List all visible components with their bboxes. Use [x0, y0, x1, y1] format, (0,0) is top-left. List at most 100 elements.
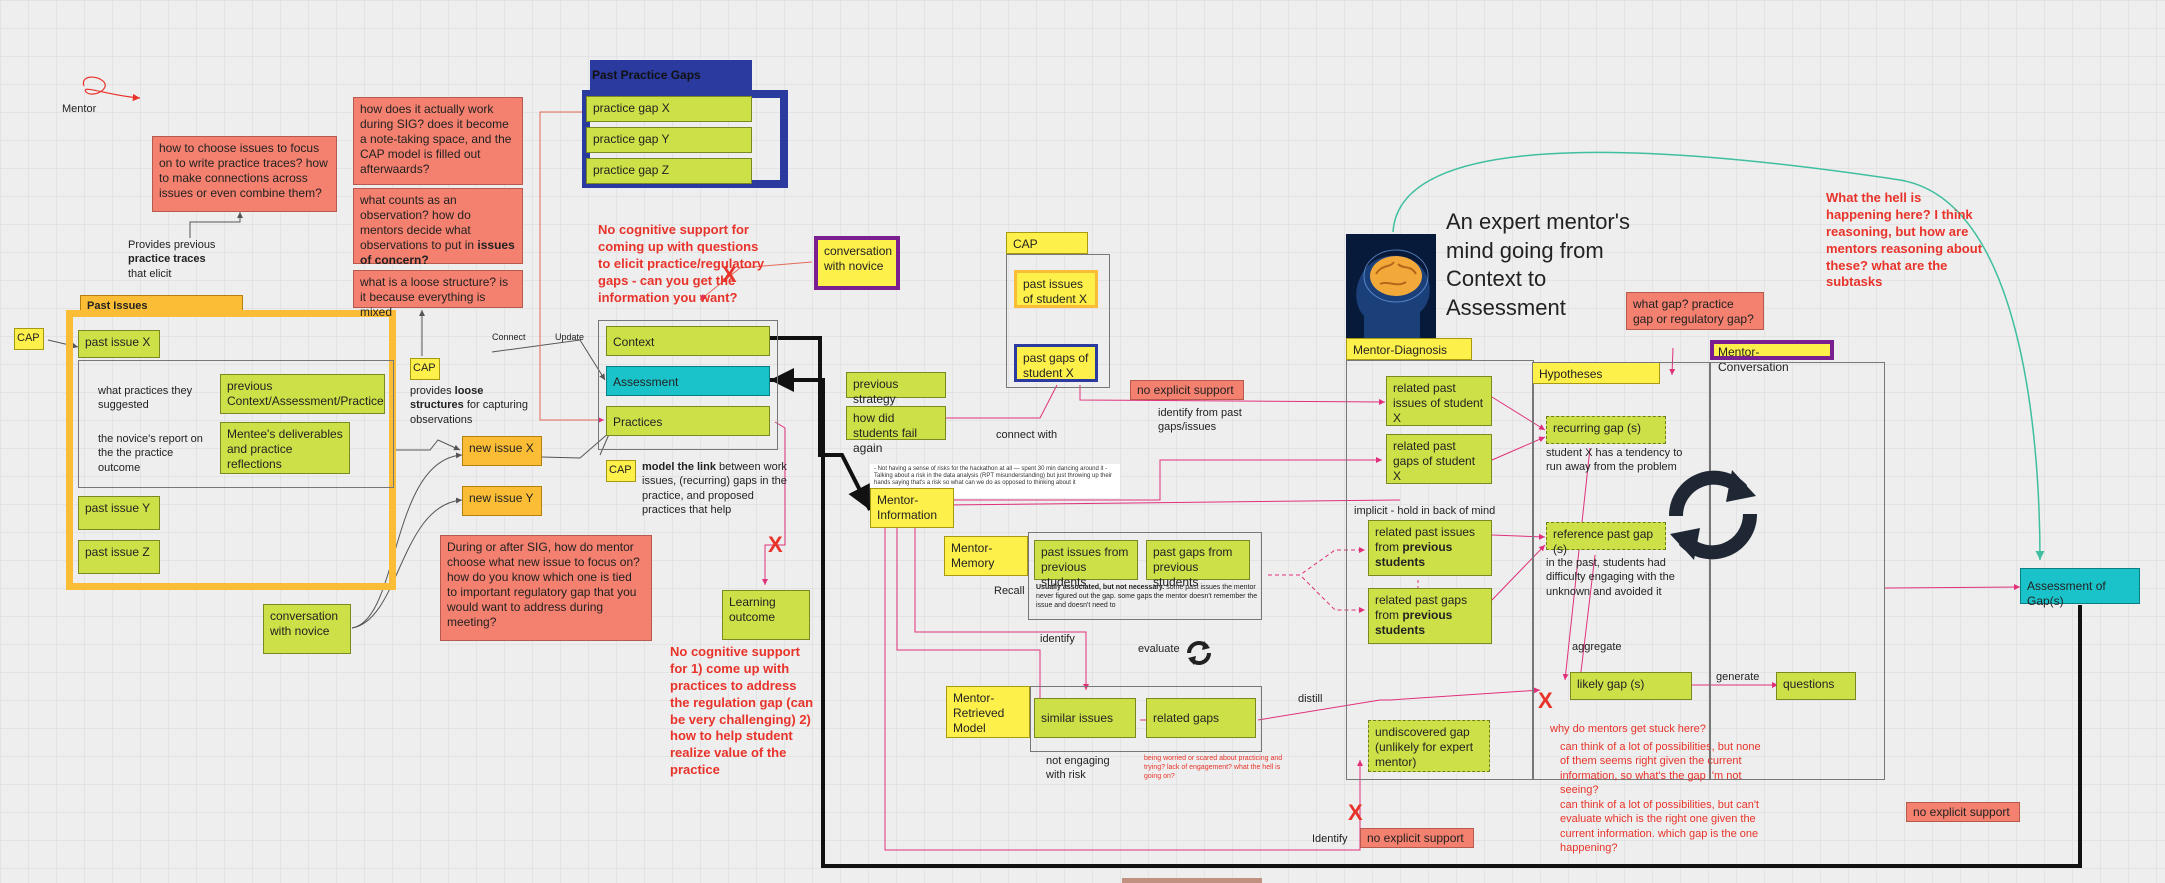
cycle-icon-small: [1182, 636, 1216, 670]
mentee-deliverables[interactable]: Mentee's deliverables and practice refle…: [220, 422, 350, 474]
usually-bold: Usually associated, but not necessary.: [1036, 584, 1165, 591]
salmon-obs-pre: what counts as an observation? how do me…: [360, 193, 478, 252]
salmon-note-during-sig[interactable]: During or after SIG, how do mentor choos…: [440, 535, 652, 641]
model-link-bold: model the link: [642, 461, 716, 473]
identify-label-bottom: Identify: [1312, 833, 1348, 845]
rpg-prev-pre: related past gaps from: [1375, 593, 1468, 622]
mentor-conversation-label[interactable]: Mentor-Conversation: [1710, 340, 1834, 374]
assessment-box[interactable]: Assessment: [606, 366, 770, 396]
past-issues-of-student-x-cap[interactable]: past issues of student X: [1014, 270, 1098, 308]
being-worried-note: being worried or scared about practicing…: [1144, 755, 1283, 781]
no-explicit-support-3[interactable]: no explicit support: [1906, 802, 2020, 822]
stuck-possibility-2: can think of a lot of possibilities, but…: [1560, 799, 1759, 854]
what-practices-text: what practices they suggested: [98, 385, 193, 412]
past-issue-y[interactable]: past issue Y: [78, 496, 160, 530]
cycle-icon-large: [1658, 460, 1768, 570]
rpi-prev-pre: related past issues from: [1375, 525, 1476, 554]
reference-past-gap[interactable]: reference past gap (s): [1546, 522, 1666, 556]
provides-previous-post: that elicit: [128, 267, 172, 280]
related-past-gaps-previous[interactable]: related past gaps from previous students: [1368, 588, 1492, 644]
usually-post: some past issues the mentor never figure…: [1036, 584, 1258, 609]
in-the-past-text: in the past, students had difficulty eng…: [1546, 557, 1675, 598]
x-mark-4: X: [1538, 688, 1553, 713]
usually-associated-note: Usually associated, but not necessary. s…: [1036, 584, 1258, 610]
mentor-information[interactable]: Mentor-Information: [870, 488, 954, 528]
model-link-text: model the link between work issues, (rec…: [642, 460, 792, 517]
hypotheses-frame: [1532, 362, 1710, 780]
past-issues-frame: [66, 310, 396, 590]
provides-loose-bold: loose structures: [410, 385, 484, 412]
distill-label: distill: [1298, 693, 1323, 705]
cap-stack-frame: [598, 320, 778, 450]
salmon-note-observation[interactable]: what counts as an observation? how do me…: [353, 188, 523, 267]
related-past-issues-student-x[interactable]: related past issues of student X: [1386, 376, 1492, 426]
provides-previous-bold: practice traces: [128, 253, 206, 266]
rpg-prev-bold: previous students: [1375, 608, 1453, 637]
retrieved-model-frame: [1030, 686, 1262, 752]
red-no-cognitive-support-practices: No cognitive support for 1) come up with…: [670, 644, 814, 778]
similar-issues[interactable]: similar issues: [1034, 698, 1136, 738]
hypotheses-label[interactable]: Hypotheses: [1532, 362, 1660, 384]
practices-box[interactable]: Practices: [606, 406, 770, 436]
provides-loose-post: for capturing observations: [410, 399, 529, 426]
conversation-with-novice-left[interactable]: conversation with novice: [263, 604, 351, 654]
cap-tag-link[interactable]: CAP: [606, 460, 636, 482]
cap-right-label[interactable]: CAP: [1006, 232, 1088, 254]
practice-gap-z[interactable]: practice gap Z: [586, 158, 752, 184]
related-past-gaps-student-x[interactable]: related past gaps of student X: [1386, 434, 1492, 484]
memory-frame: [1028, 532, 1262, 620]
related-past-issues-previous[interactable]: related past issues from previous studen…: [1368, 520, 1492, 576]
learning-outcome[interactable]: Learning outcome: [722, 590, 810, 640]
likely-gap[interactable]: likely gap (s): [1570, 672, 1692, 700]
related-gaps[interactable]: related gaps: [1146, 698, 1256, 738]
practice-gap-x[interactable]: practice gap X: [586, 96, 752, 122]
conversation-with-novice-top[interactable]: conversation with novice: [814, 236, 900, 290]
salmon-note-choose-issues[interactable]: how to choose issues to focus on to writ…: [152, 136, 337, 212]
recall-label: Recall: [994, 585, 1025, 597]
past-issue-x-details: [78, 360, 394, 488]
mentor-retrieved-model[interactable]: Mentor-Retrieved Model: [946, 686, 1030, 738]
model-link-post: between work issues, (recurring) gaps in…: [642, 461, 787, 516]
past-gaps-of-student-x-cap[interactable]: past gaps of student X: [1014, 344, 1098, 382]
mentor-memory[interactable]: Mentor-Memory: [944, 536, 1028, 576]
questions-box[interactable]: questions: [1776, 672, 1856, 700]
generate-label: generate: [1716, 671, 1760, 683]
mentor-diagnosis-label[interactable]: Mentor-Diagnosis: [1346, 338, 1472, 360]
new-issue-x[interactable]: new issue X: [462, 436, 542, 466]
red-what-the-hell: What the hell is happening here? I think…: [1826, 190, 1983, 290]
new-issue-y[interactable]: new issue Y: [462, 486, 542, 516]
what-gap-note[interactable]: what gap? practice gap or regulatory gap…: [1626, 292, 1764, 330]
identify-label: identify: [1040, 633, 1075, 645]
x-mark-2: X: [768, 532, 783, 557]
aggregate-label: aggregate: [1572, 641, 1622, 653]
past-issue-z[interactable]: past issue Z: [78, 540, 160, 574]
past-issue-x[interactable]: past issue X: [78, 330, 160, 358]
assessment-of-gaps[interactable]: Assessment of Gap(s): [2020, 568, 2140, 608]
salmon-note-loose[interactable]: what is a loose structure? is it because…: [353, 270, 523, 319]
mentor-diagnosis-frame: [1346, 360, 1534, 780]
x-mark-3: X: [1348, 800, 1363, 825]
salmon-obs-bold: issues of concern?: [360, 238, 515, 267]
why-stuck-text: why do mentors get stuck here?: [1550, 723, 1706, 735]
red-no-cognitive-support-questions: No cognitive support for coming up with …: [598, 222, 765, 305]
recurring-gap[interactable]: recurring gap (s): [1546, 416, 1666, 444]
undiscovered-gap[interactable]: undiscovered gap (unlikely for expert me…: [1368, 720, 1490, 772]
context-box[interactable]: Context: [606, 326, 770, 356]
no-explicit-support-2[interactable]: no explicit support: [1360, 828, 1474, 848]
no-explicit-support-1[interactable]: no explicit support: [1130, 380, 1244, 400]
connect-with-label: connect with: [996, 429, 1058, 441]
evaluate-label: evaluate: [1138, 643, 1180, 655]
salmon-note-sig[interactable]: how does it actually work during SIG? do…: [353, 97, 523, 185]
past-practice-gaps-header[interactable]: Past Practice Gaps: [590, 60, 752, 90]
cap-tag-left[interactable]: CAP: [14, 328, 44, 350]
past-issues-previous-students[interactable]: past issues from previous students: [1034, 540, 1138, 589]
cap-tag-mid[interactable]: CAP: [410, 358, 440, 380]
previous-strategy[interactable]: previous strategy: [846, 372, 946, 406]
how-did-students-fail[interactable]: how did students fail again: [846, 406, 946, 455]
practice-gap-y[interactable]: practice gap Y: [586, 127, 752, 153]
past-gaps-previous-students[interactable]: past gaps from previous students: [1146, 540, 1250, 589]
provides-loose-structures: provides loose structures for capturing …: [410, 384, 535, 427]
previous-context-assessment-practice[interactable]: previous Context/Assessment/Practice: [220, 374, 385, 414]
cap-right-frame: [1006, 254, 1110, 388]
